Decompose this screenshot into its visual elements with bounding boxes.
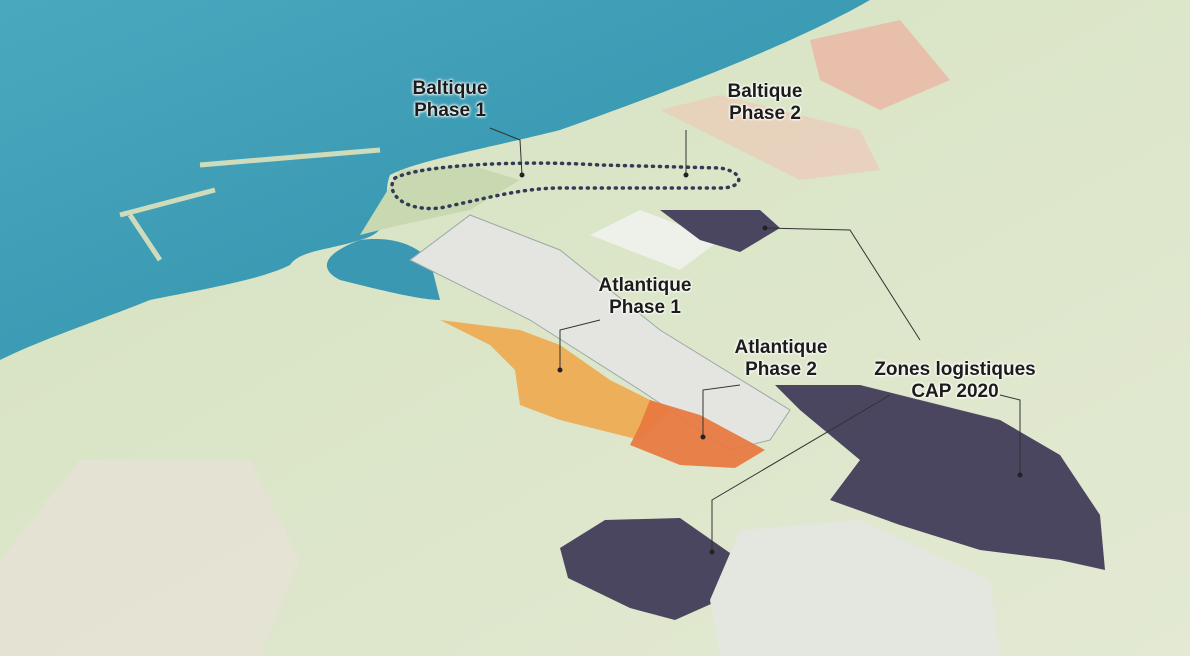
label-line: Atlantique <box>598 275 692 296</box>
label-zones-logistiques: Zones logistiques CAP 2020 <box>860 359 1050 403</box>
logistics-zone-east <box>775 385 1105 570</box>
inner-basin <box>326 239 440 300</box>
town <box>0 460 300 656</box>
label-baltique-phase-2: Baltique Phase 2 <box>710 81 820 125</box>
label-line: Zones logistiques <box>874 359 1036 380</box>
leader-dots <box>519 172 1023 555</box>
logistics-zone-south <box>560 518 740 620</box>
label-atlantique-phase-2: Atlantique Phase 2 <box>716 337 846 381</box>
industrial-zone <box>660 95 880 180</box>
container-yard <box>590 210 720 270</box>
label-line: Phase 1 <box>609 297 681 318</box>
quay-terminal <box>409 214 791 451</box>
baltique-dotted-outline <box>390 161 741 211</box>
label-line: Baltique <box>412 78 488 99</box>
label-baltique-phase-1: Baltique Phase 1 <box>395 78 505 122</box>
label-line: CAP 2020 <box>911 381 999 402</box>
atlantique-phase-1-zone <box>440 320 670 440</box>
industrial-zone <box>810 20 950 110</box>
label-line: Phase 2 <box>729 103 801 124</box>
logistics-park-south <box>710 520 1000 656</box>
label-line: Phase 2 <box>745 359 817 380</box>
label-line: Phase 1 <box>414 100 486 121</box>
logistics-zone-north <box>660 210 780 252</box>
label-line: Baltique <box>727 81 803 102</box>
label-atlantique-phase-1: Atlantique Phase 1 <box>580 275 710 319</box>
atlantique-phase-2-zone <box>630 400 765 468</box>
breakwater <box>119 147 381 262</box>
leader-lines <box>489 127 1021 552</box>
jetty <box>360 165 520 235</box>
label-line: Atlantique <box>734 337 828 358</box>
sea <box>0 0 870 360</box>
